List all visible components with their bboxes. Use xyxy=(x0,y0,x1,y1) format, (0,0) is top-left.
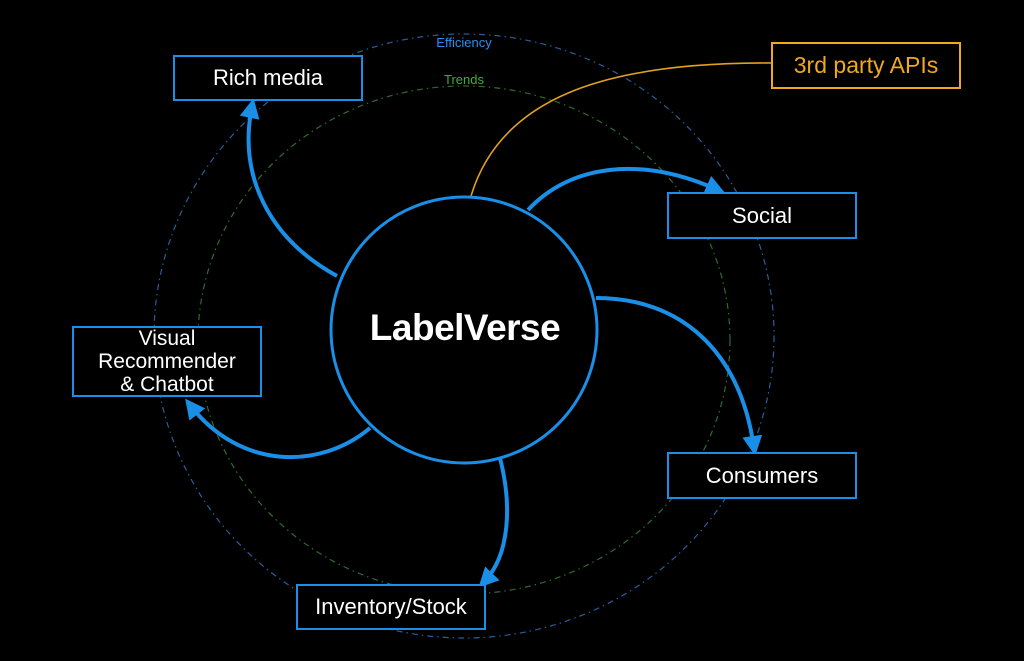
center-title: LabelVerse xyxy=(369,307,561,348)
arrow-to-rich-media xyxy=(239,98,338,278)
node-visual-recommender: Visual Recommender & Chatbot xyxy=(72,326,262,397)
arrow-to-visual-recommender xyxy=(185,398,372,460)
node-inventory-stock: Inventory/Stock xyxy=(296,584,486,630)
node-social: Social xyxy=(667,192,857,239)
efficiency-ring xyxy=(153,33,775,639)
visual-recommender-line1: Visual xyxy=(138,327,196,350)
efficiency-label: Efficiency xyxy=(436,35,492,50)
arrow-to-consumers xyxy=(595,296,763,456)
visual-recommender-line3: & Chatbot xyxy=(120,373,214,396)
arrow-to-social xyxy=(526,166,726,212)
arrow-to-inventory xyxy=(478,457,509,588)
node-third-party-apis: 3rd party APIs xyxy=(771,42,961,89)
trends-label: Trends xyxy=(444,72,484,87)
api-connector xyxy=(470,62,773,197)
node-rich-media: Rich media xyxy=(173,55,363,101)
center-circle xyxy=(329,195,599,465)
node-consumers: Consumers xyxy=(667,452,857,499)
visual-recommender-line2: Recommender xyxy=(98,350,236,373)
